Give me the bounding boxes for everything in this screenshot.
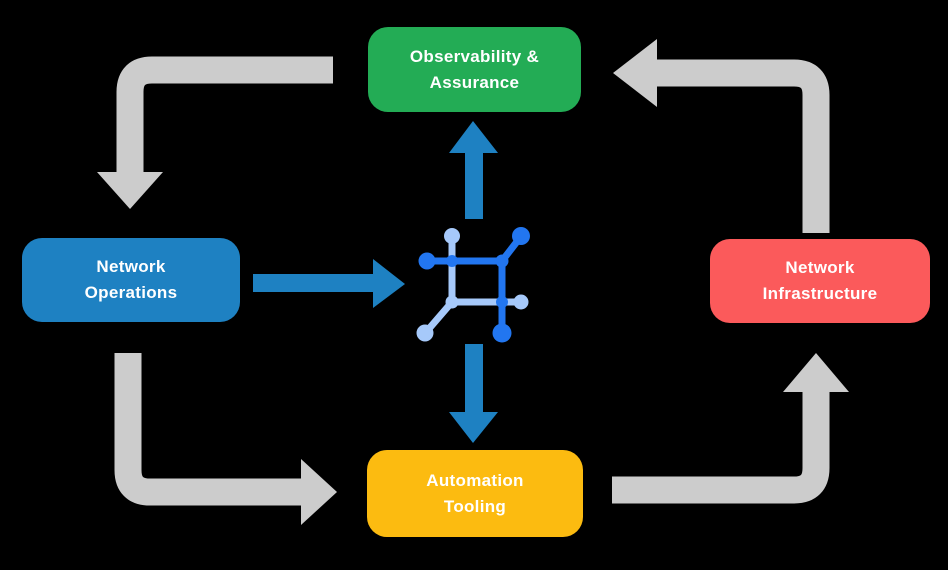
node-network-infrastructure: Network Infrastructure (710, 239, 930, 323)
icon-light-parts (416, 228, 529, 342)
arrow-shaft (465, 344, 483, 413)
arrow-infrastructure-to-observability (613, 39, 830, 233)
arrow-head-right-icon (301, 459, 337, 525)
arrow-shaft (465, 152, 483, 219)
node-automation-tooling: Automation Tooling (367, 450, 583, 537)
arrow-head-left-icon (613, 39, 657, 107)
node-label-line: Network (96, 257, 166, 276)
arrow-head-up-icon (783, 353, 849, 392)
arrow-head-down-icon (97, 172, 163, 209)
arrow-shaft (114, 353, 301, 506)
arrow-center-to-observability (449, 121, 498, 219)
arrow-head-down-icon (449, 412, 498, 443)
node-observability-assurance: Observability & Assurance (368, 27, 581, 112)
arrow-shaft (116, 56, 333, 173)
network-automation-icon (416, 227, 530, 343)
icon-dark-parts (418, 227, 530, 343)
node-label-line: Network (785, 258, 855, 277)
node-label-line: Operations (84, 283, 178, 302)
arrow-shaft (612, 391, 830, 504)
arrow-center-to-tooling (449, 344, 498, 443)
node-label-line: Observability & (409, 46, 540, 66)
node-network-operations: Network Operations (22, 238, 240, 322)
arrow-shaft (253, 274, 374, 292)
arrow-head-up-icon (449, 121, 498, 153)
node-label-line: Automation (426, 470, 524, 490)
node-label-line: Infrastructure (762, 284, 878, 303)
node-label-line: Tooling (443, 496, 507, 516)
node-label-line: Assurance (429, 72, 520, 92)
arrow-tooling-to-infrastructure (612, 353, 849, 504)
arrow-operations-to-center (253, 259, 405, 308)
arrow-head-right-icon (373, 259, 405, 308)
arrow-shaft (657, 59, 830, 233)
arrow-operations-to-tooling (114, 353, 337, 525)
arrow-observability-to-operations (97, 56, 333, 209)
